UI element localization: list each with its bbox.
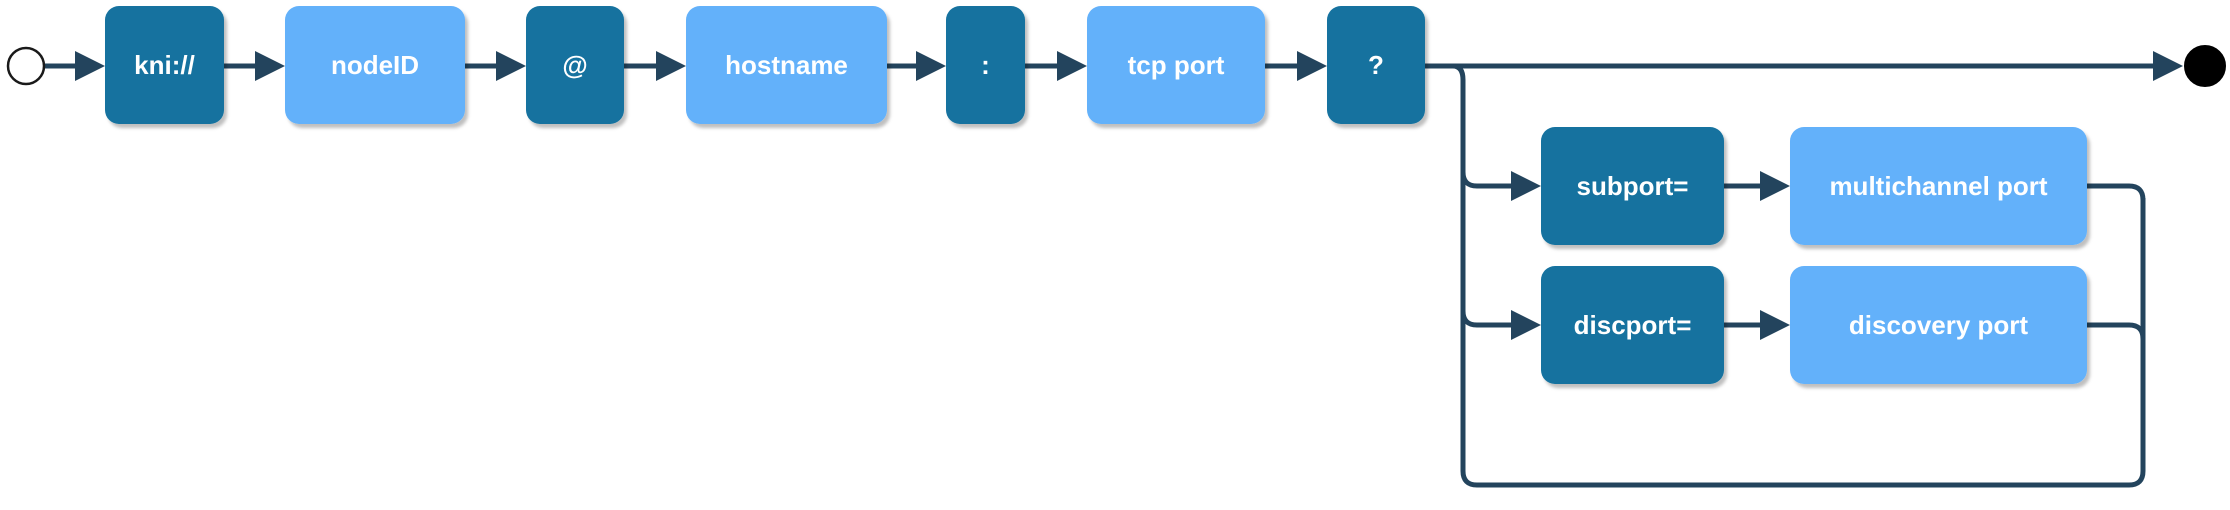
arrow-head-icon — [2153, 51, 2183, 81]
arrow-head-icon — [255, 51, 285, 81]
node-hostname-label: hostname — [725, 50, 848, 80]
node-subport-key-label: subport= — [1577, 171, 1689, 201]
option-group: subport= multichannel port discport= discov… — [1541, 127, 2087, 384]
node-question-label: ? — [1368, 50, 1384, 80]
node-subport-key: subport= — [1541, 127, 1724, 245]
option-entry-connector-discport — [1460, 310, 1513, 328]
arrow-head-icon — [1760, 171, 1790, 201]
arrow-head-icon — [656, 51, 686, 81]
node-discport-key-box — [1541, 266, 1724, 384]
node-subport-value-box — [1790, 127, 2087, 245]
arrow-head-icon — [1511, 171, 1541, 201]
arrow-head-icon — [75, 51, 105, 81]
arrow-head-icon — [1760, 310, 1790, 340]
option-entry-connector-subport — [1460, 171, 1513, 189]
arrow-head-icon — [1297, 51, 1327, 81]
node-discport-value-label: discovery port — [1849, 310, 2029, 340]
node-at-label: @ — [562, 50, 587, 80]
node-discport-key: discport= — [1541, 266, 1724, 384]
node-subport-key-box — [1541, 127, 1724, 245]
node-kni: kni:// — [105, 6, 224, 124]
option-return-connector-discport — [2087, 322, 2146, 340]
node-discport-key-label: discport= — [1574, 310, 1692, 340]
node-discport-value-box — [1790, 266, 2087, 384]
node-kni-label: kni:// — [134, 50, 195, 80]
arrow-head-icon — [1511, 310, 1541, 340]
main-sequence: kni:// nodeID @ hostname: tcp port? — [105, 6, 1425, 124]
node-kni-box — [105, 6, 224, 124]
arrow-head-icon — [496, 51, 526, 81]
node-tcp-port-label: tcp port — [1128, 50, 1225, 80]
node-tcp-port: tcp port — [1087, 6, 1265, 124]
node-discport-value: discovery port — [1790, 266, 2087, 384]
option-loop-connector — [1425, 63, 2146, 488]
node-hostname: hostname — [686, 6, 887, 124]
arrow-head-icon — [916, 51, 946, 81]
node-question-box — [1327, 6, 1425, 124]
option-return-connector-subport — [2087, 183, 2146, 201]
node-at: @ — [526, 6, 624, 124]
node-question: ? — [1327, 6, 1425, 124]
terminal-markers — [6, 45, 2226, 87]
node-nodeid-label: nodeID — [331, 50, 419, 80]
node-colon-label: : — [981, 50, 990, 80]
connector-lines — [44, 51, 2183, 488]
start-circle-icon — [6, 46, 46, 86]
node-hostname-box — [686, 6, 887, 124]
end-circle-icon — [2184, 45, 2226, 87]
node-tcp-port-box — [1087, 6, 1265, 124]
node-at-box — [526, 6, 624, 124]
arrow-head-icon — [1057, 51, 1087, 81]
node-colon-box — [946, 6, 1025, 124]
node-nodeid: nodeID — [285, 6, 465, 124]
node-colon: : — [946, 6, 1025, 124]
node-subport-value: multichannel port — [1790, 127, 2087, 245]
node-nodeid-box — [285, 6, 465, 124]
node-subport-value-label: multichannel port — [1829, 171, 2047, 201]
